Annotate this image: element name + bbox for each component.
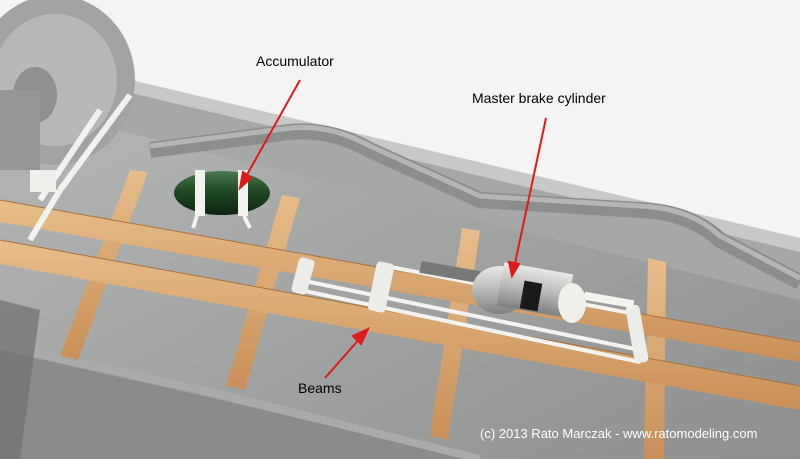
master-brake-cylinder-label: Master brake cylinder [472,90,606,106]
beams-label: Beams [298,380,342,396]
pointer-arrows [238,79,547,379]
side-rail-lower [0,350,470,459]
accumulator-label: Accumulator [256,53,334,69]
curved-rail [148,123,800,290]
master-brake-cylinder [419,260,635,323]
copyright-credit: (c) 2013 Rato Marczak - www.ratomodeling… [480,426,758,441]
